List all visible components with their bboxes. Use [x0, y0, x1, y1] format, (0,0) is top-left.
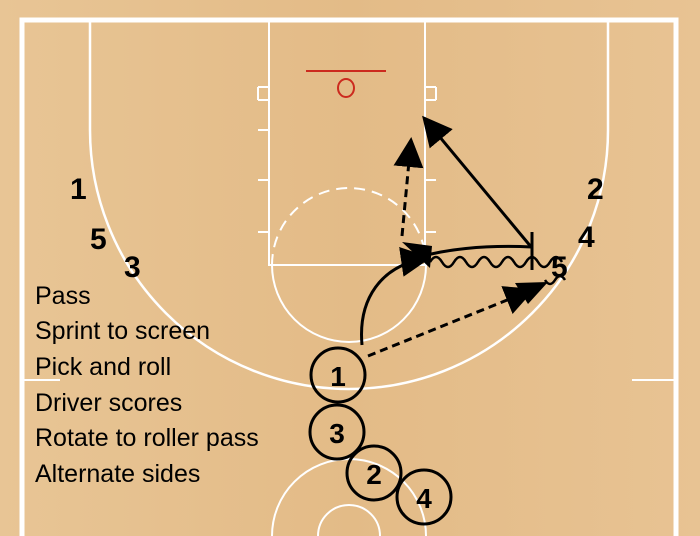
right-player-5: 5 [551, 251, 568, 284]
three-point-arc [88, 20, 610, 391]
zigzag-end-arrowhead [543, 274, 567, 286]
circled-players: 1 3 2 4 [308, 346, 453, 526]
dribble-zigzag [428, 255, 564, 269]
circled-player-label: 4 [416, 483, 432, 514]
drill-step: Rotate to roller pass [35, 424, 259, 452]
drill-steps: Pass Sprint to screen Pick and roll Driv… [35, 282, 259, 488]
pass-arrowhead [515, 282, 548, 304]
free-throw-circle-bottom [271, 264, 427, 343]
roll-arrow [422, 115, 534, 249]
circled-player-3: 3 [308, 403, 366, 461]
drive-arrowhead [402, 242, 432, 268]
circled-player-label: 3 [329, 418, 345, 449]
drill-step: Pass [35, 282, 91, 310]
rim [337, 78, 355, 98]
screen-arc [404, 244, 533, 264]
left-player-1: 1 [70, 173, 87, 206]
roller-pass-arrow [393, 137, 424, 237]
circled-player-1: 1 [309, 346, 367, 404]
drill-step: Driver scores [35, 389, 182, 417]
drive-curve [360, 247, 431, 346]
circled-player-2: 2 [345, 444, 403, 502]
center-circle-inner [317, 504, 381, 536]
right-player-2: 2 [587, 173, 604, 206]
drill-step: Alternate sides [35, 460, 200, 488]
court-lines [19, 17, 679, 536]
right-player-4: 4 [578, 221, 595, 254]
drill-step: Pick and roll [35, 353, 171, 381]
pass-arrow [367, 286, 535, 358]
center-circle-outer [271, 458, 427, 536]
play-movements [360, 115, 564, 358]
left-player-5: 5 [90, 223, 107, 256]
left-player-3: 3 [124, 251, 141, 284]
circled-player-4: 4 [395, 468, 453, 526]
circled-player-label: 2 [366, 459, 382, 490]
drill-step: Sprint to screen [35, 317, 210, 345]
free-throw-circle-top [271, 187, 427, 266]
circled-player-label: 1 [330, 361, 346, 392]
